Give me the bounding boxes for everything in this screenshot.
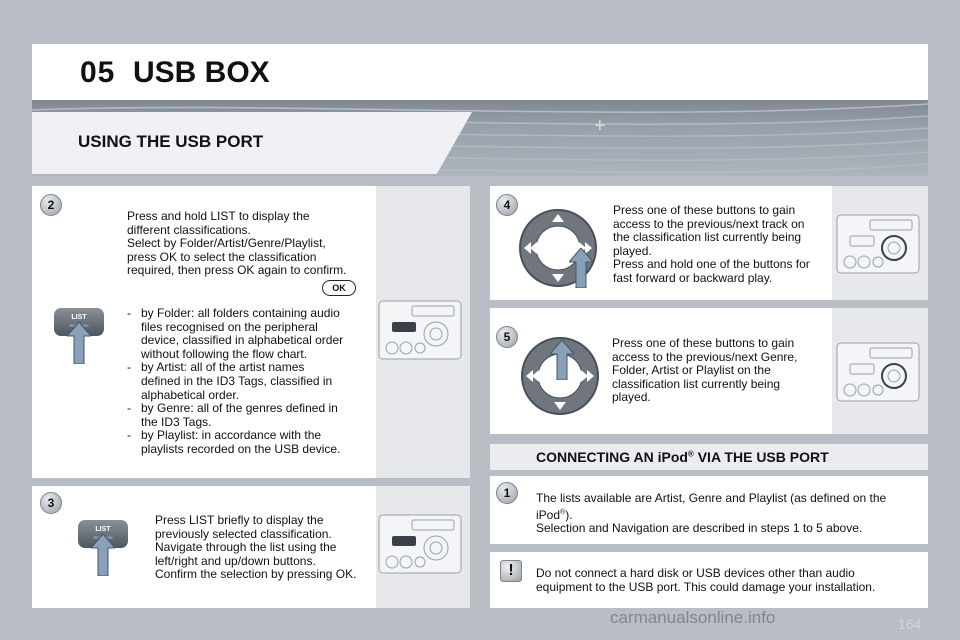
step-1-panel	[490, 476, 928, 544]
watermark: carmanualsonline.info	[610, 608, 776, 627]
list-item: by Artist: all of the artist names defin…	[127, 361, 372, 402]
section-heading-box	[32, 112, 472, 174]
press-arrow-icon	[550, 340, 574, 380]
radio-unit-diagram	[378, 300, 462, 360]
chapter-title: USB BOX	[133, 56, 270, 89]
radio-unit-diagram	[378, 514, 462, 574]
radio-unit-diagram	[836, 342, 920, 402]
ok-button-icon: OK	[322, 280, 356, 296]
press-arrow-icon	[67, 322, 91, 364]
page-number: 164	[898, 616, 922, 632]
step-1-text: The lists available are Artist, Genre an…	[536, 491, 887, 536]
step-3-badge: 3	[40, 492, 62, 514]
ipod-section-title: CONNECTING AN iPod® VIA THE USB PORT	[536, 449, 829, 465]
list-item: by Genre: all of the genres defined in t…	[127, 401, 372, 429]
warning-panel	[490, 552, 928, 608]
warning-icon: !	[500, 560, 522, 582]
press-arrow-icon	[91, 534, 115, 576]
step-4-instructions: Press one of these buttons to gain acces…	[613, 203, 810, 285]
step-5-instructions: Press one of these buttons to gain acces…	[612, 336, 798, 405]
step-3-instructions: Press LIST briefly to display the previo…	[155, 513, 357, 582]
list-item: by Folder: all folders containing audio …	[127, 306, 372, 361]
press-arrow-icon	[569, 248, 593, 288]
radio-unit-diagram	[836, 214, 920, 274]
chapter-number: 05	[80, 56, 116, 89]
step-2-instructions: Press and hold LIST to display the diffe…	[127, 209, 347, 278]
step-2-classification-list: by Folder: all folders containing audio …	[127, 306, 372, 457]
warning-text: Do not connect a hard disk or USB device…	[536, 566, 876, 594]
header-band	[32, 44, 928, 100]
step-1-badge: 1	[496, 482, 518, 504]
step-2-badge: 2	[40, 194, 62, 216]
step-4-badge: 4	[496, 194, 518, 216]
ipod-section-heading-box	[490, 444, 928, 470]
section-title: USING THE USB PORT	[78, 132, 264, 151]
step-5-badge: 5	[496, 326, 518, 348]
plus-icon: +	[594, 115, 606, 137]
list-item: by Playlist: in accordance with the play…	[127, 429, 372, 456]
